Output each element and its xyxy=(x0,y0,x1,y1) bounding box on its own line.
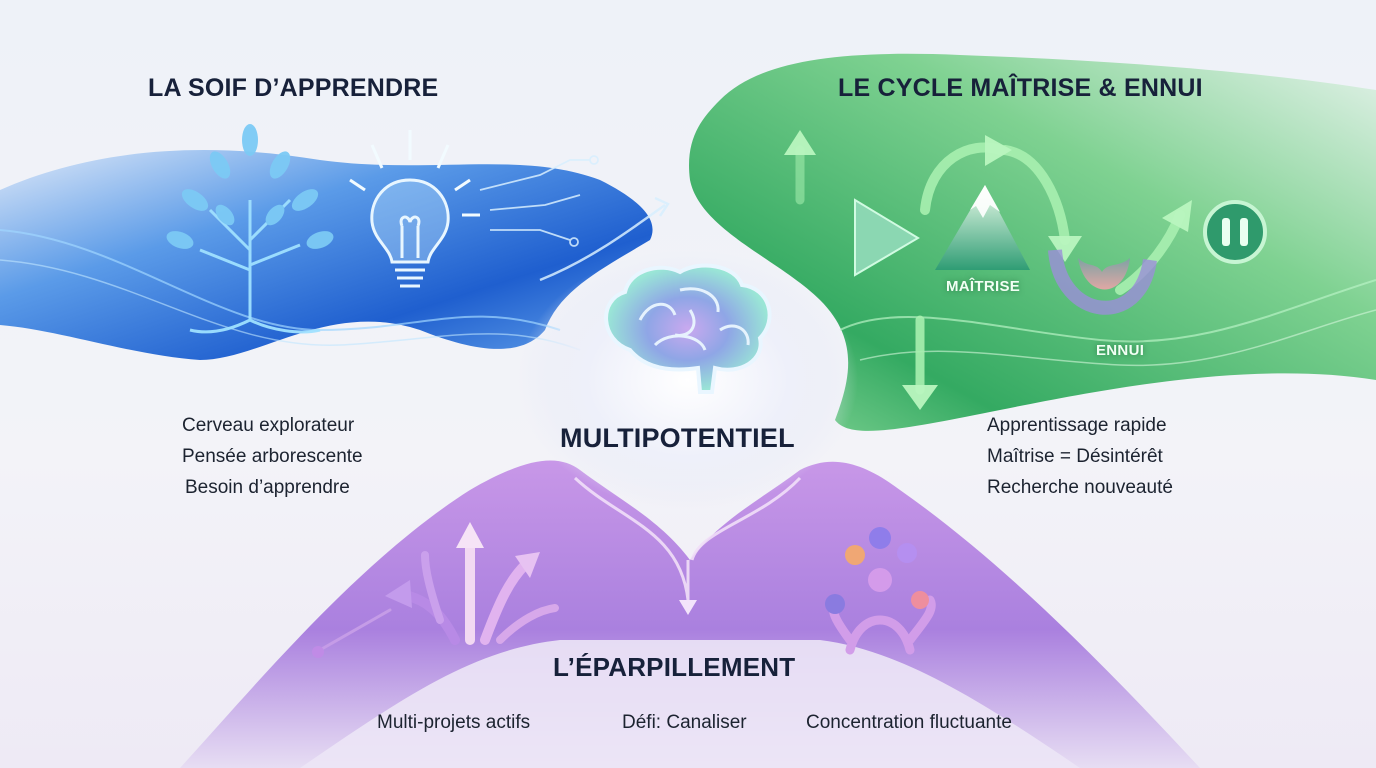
mountain-icon xyxy=(935,185,1030,270)
pause-icon xyxy=(1203,200,1267,264)
ennui-label: ENNUI xyxy=(1096,342,1145,359)
juggler-icon xyxy=(825,527,936,655)
cycle-item: Recherche nouveauté xyxy=(987,477,1173,498)
green-section-bg xyxy=(689,53,1376,431)
section-title-eparpillement: L’ÉPARPILLEMENT xyxy=(553,652,796,682)
cycle-item: Maîtrise = Désintérêt xyxy=(987,446,1163,467)
tree-icon xyxy=(166,124,334,334)
circuit-arrow-icon xyxy=(479,155,670,282)
soif-item: Besoin d’apprendre xyxy=(185,477,350,498)
blue-section-bg xyxy=(0,150,653,360)
eparpillement-item: Défi: Canaliser xyxy=(622,712,747,733)
cycle-item: Apprentissage rapide xyxy=(987,415,1167,436)
diverging-arrows-icon xyxy=(312,522,559,658)
section-title-soif: LA SOIF D’APPRENDRE xyxy=(148,74,439,102)
section-title-cycle: LE CYCLE MAÎTRISE & ENNUI xyxy=(838,74,1203,102)
soif-item: Cerveau explorateur xyxy=(182,415,355,436)
maitrise-label: MAÎTRISE xyxy=(946,278,1021,295)
soif-items: Cerveau explorateur Pensée arborescente … xyxy=(182,410,363,503)
soif-item: Pensée arborescente xyxy=(182,446,363,467)
brain-icon xyxy=(604,263,772,394)
play-icon xyxy=(854,198,920,277)
center-title: MULTIPOTENTIEL xyxy=(560,423,795,453)
valley-icon xyxy=(1048,249,1157,315)
eparpillement-item: Multi-projets actifs xyxy=(377,712,531,733)
lightbulb-icon xyxy=(349,130,480,288)
cycle-items: Apprentissage rapide Maîtrise = Désintér… xyxy=(987,410,1173,503)
eparpillement-item: Concentration fluctuante xyxy=(806,712,1012,733)
